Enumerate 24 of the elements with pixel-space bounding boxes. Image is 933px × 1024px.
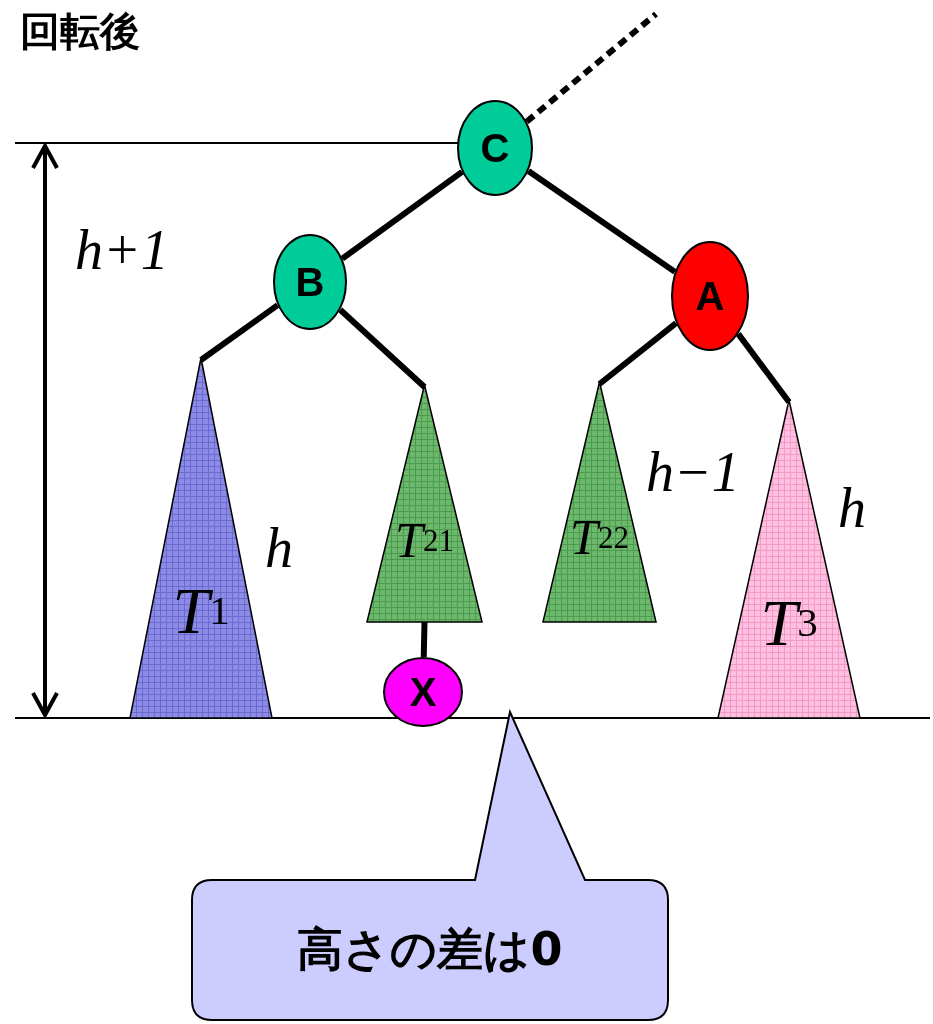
node-letter: X — [408, 668, 438, 716]
dimension-label: h+1 — [75, 222, 169, 278]
edge-line — [338, 307, 427, 390]
callout-text: 高さの差は0 — [296, 921, 564, 978]
tree-node — [457, 100, 533, 196]
tree-node — [273, 234, 347, 330]
node-letter: A — [694, 272, 726, 320]
height-label: h — [838, 480, 866, 536]
edge-line — [199, 302, 280, 363]
callout-bubble — [190, 708, 670, 1022]
edge-line — [526, 168, 677, 275]
height-label: h−1 — [646, 444, 740, 500]
edge-line — [597, 320, 678, 387]
tree-node — [383, 657, 463, 727]
node-letter: B — [294, 258, 326, 306]
title: 回転後 — [20, 7, 140, 56]
subtree-triangle — [367, 385, 482, 622]
edge-line — [340, 169, 464, 262]
tree-node — [671, 241, 749, 351]
dotted-line — [524, 11, 658, 124]
edge-line — [735, 332, 792, 404]
height-label: h — [265, 520, 293, 576]
node-letter: C — [479, 124, 511, 172]
edge-line — [420, 621, 428, 658]
